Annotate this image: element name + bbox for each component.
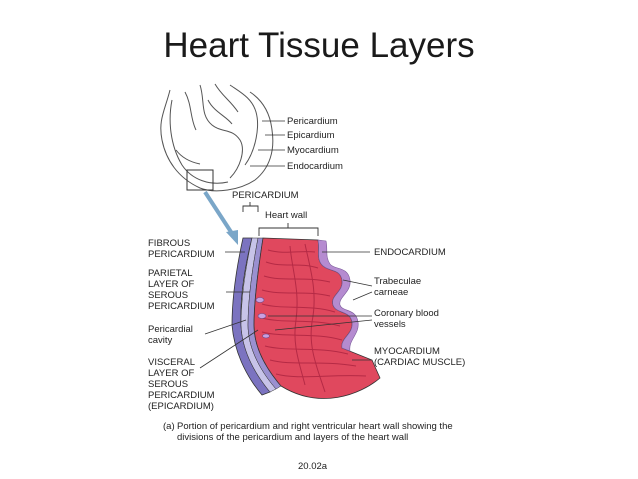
inset-label-epicardium: Epicardium [287, 130, 335, 141]
label-myocardium: MYOCARDIUM (CARDIAC MUSCLE) [374, 346, 466, 368]
myocardium-block [253, 237, 381, 399]
figure-caption: (a) Portion of pericardium and right ven… [163, 421, 463, 443]
label-trabeculae: Trabeculae carneae [374, 276, 422, 298]
zoom-arrow [203, 190, 238, 245]
figure-number: 20.02a [298, 461, 328, 472]
left-leaders [199, 251, 259, 369]
inset-label-pericardium: Pericardium [287, 116, 338, 127]
label-heart-wall: Heart wall [265, 210, 308, 221]
label-parietal-layer: PARIETAL LAYER OF SEROUS PERICARDIUM [148, 268, 215, 312]
inset-label-myocardium: Myocardium [287, 145, 339, 156]
slide-title: Heart Tissue Layers [163, 26, 475, 65]
label-pericardial-cavity: Pericardial cavity [148, 324, 193, 346]
brackets [242, 202, 319, 236]
right-leaders [268, 251, 373, 361]
label-fibrous-pericardium: FIBROUS PERICARDIUM [148, 238, 215, 260]
heart-outline-sketch [160, 83, 274, 192]
inset-box [186, 169, 214, 191]
pericardium-layers [231, 237, 282, 396]
label-coronary-vessels: Coronary blood vessels [374, 308, 439, 330]
inset-leaders [250, 120, 285, 167]
caption-text: Portion of pericardium and right ventric… [177, 421, 453, 443]
caption-letter: (a) [163, 421, 175, 432]
label-endocardium: ENDOCARDIUM [374, 247, 446, 258]
label-visceral-layer: VISCERAL LAYER OF SEROUS PERICARDIUM (EP… [148, 357, 215, 412]
label-pericardium-top: PERICARDIUM [232, 190, 299, 201]
inset-label-endocardium: Endocardium [287, 161, 343, 172]
